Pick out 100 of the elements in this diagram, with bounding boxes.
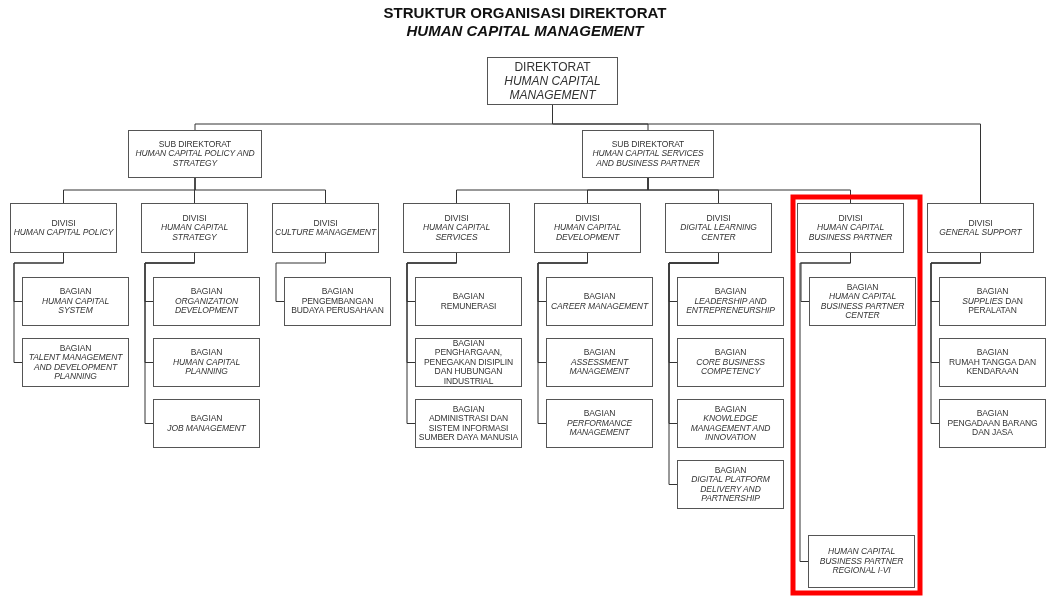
org-box bbox=[415, 399, 522, 448]
org-box bbox=[677, 399, 784, 448]
unit-name-label: HUMAN CAPITAL DEVELOPMENT bbox=[553, 223, 622, 243]
connector-line bbox=[647, 177, 851, 204]
connector-line bbox=[275, 252, 326, 302]
org-box bbox=[546, 399, 653, 448]
unit-type-label: BAGIAN bbox=[59, 287, 92, 297]
unit-type-label: DIREKTORAT bbox=[514, 60, 591, 74]
connector-line bbox=[668, 252, 719, 485]
org-box bbox=[677, 460, 784, 509]
unit-type-label: DIVISI bbox=[51, 218, 76, 228]
org-box bbox=[939, 338, 1046, 387]
org-box bbox=[677, 338, 784, 387]
org-box bbox=[10, 203, 117, 253]
unit-name-label: PENGADAAN BARANG DAN JASA bbox=[946, 418, 1039, 438]
unit-name-label: HUMAN CAPITAL BUSINESS PARTNER bbox=[807, 223, 894, 243]
org-box bbox=[546, 338, 653, 387]
unit-name-label: KNOWLEDGE MANAGEMENT AND INNOVATION bbox=[689, 414, 772, 443]
unit-name-label: HUMAN CAPITAL STRATEGY bbox=[160, 223, 229, 243]
unit-name-label: DIGITAL LEARNING CENTER bbox=[679, 223, 758, 243]
org-box bbox=[153, 399, 260, 448]
unit-type-label: BAGIAN bbox=[452, 404, 485, 414]
unit-type-label: BAGIAN bbox=[59, 343, 92, 353]
org-box bbox=[415, 338, 522, 387]
unit-type-label: BAGIAN bbox=[452, 338, 485, 349]
org-box bbox=[284, 277, 391, 326]
org-box bbox=[128, 130, 262, 178]
unit-type-label: BAGIAN bbox=[976, 409, 1009, 419]
connector-line bbox=[406, 252, 457, 424]
unit-name-label: JOB MANAGEMENT bbox=[167, 423, 246, 433]
unit-type-label: BAGIAN bbox=[190, 287, 223, 297]
unit-type-label: DIVISI bbox=[575, 213, 600, 224]
unit-type-label: DIVISI bbox=[182, 213, 207, 224]
connector-line bbox=[13, 252, 64, 363]
unit-type-label: BAGIAN bbox=[583, 409, 616, 419]
org-box bbox=[272, 203, 379, 253]
unit-type-label: DIVISI bbox=[838, 213, 863, 224]
unit-name-label: SUPPLIES DAN PERALATAN bbox=[961, 296, 1024, 316]
unit-name-label: PERFORMANCE MANAGEMENT bbox=[566, 418, 633, 438]
unit-type-label: DIVISI bbox=[444, 213, 469, 224]
unit-type-label: BAGIAN bbox=[976, 287, 1009, 297]
unit-name-label: ASSESSMENT MANAGEMENT bbox=[568, 357, 631, 377]
org-box bbox=[546, 277, 653, 326]
org-box bbox=[808, 535, 915, 588]
unit-type-label: BAGIAN bbox=[714, 404, 747, 414]
org-box bbox=[22, 277, 129, 326]
org-box bbox=[403, 203, 510, 253]
unit-type-label: DIVISI bbox=[706, 213, 731, 224]
org-box bbox=[927, 203, 1034, 253]
org-box bbox=[534, 203, 641, 253]
unit-name-label: PENGEMBANGAN BUDAYA PERUSAHAAN bbox=[290, 296, 385, 316]
unit-name-label: HUMAN CAPITAL PLANNING bbox=[172, 357, 241, 377]
unit-name-label: CORE BUSINESS COMPETENCY bbox=[695, 357, 766, 377]
unit-type-label: BAGIAN bbox=[976, 348, 1009, 358]
unit-name-label: ORGANIZATION DEVELOPMENT bbox=[173, 296, 240, 316]
org-box bbox=[415, 277, 522, 326]
unit-type-label: DIVISI bbox=[313, 218, 338, 228]
unit-type-label: BAGIAN bbox=[321, 287, 354, 297]
unit-type-label: BAGIAN bbox=[190, 414, 223, 424]
unit-name-label: LEADERSHIP AND ENTREPRENEURSHIP bbox=[685, 296, 776, 316]
org-box bbox=[141, 203, 248, 253]
unit-name-label: ADMINISTRASI DAN SISTEM INFORMASI SUMBER DAYA MANUSIA bbox=[418, 414, 519, 443]
unit-type-label: BAGIAN bbox=[452, 292, 485, 302]
org-box bbox=[939, 277, 1046, 326]
unit-type-label: BAGIAN bbox=[714, 287, 747, 297]
unit-name-label: CULTURE MANAGEMENT bbox=[275, 228, 376, 238]
org-box bbox=[22, 338, 129, 387]
org-box bbox=[677, 277, 784, 326]
org-box bbox=[809, 277, 916, 326]
unit-name-label: HUMAN CAPITAL SERVICES bbox=[422, 223, 491, 243]
unit-type-label: BAGIAN bbox=[190, 348, 223, 358]
unit-type-label: BAGIAN bbox=[714, 348, 747, 358]
connector-line bbox=[930, 252, 981, 424]
unit-type-label: BAGIAN bbox=[583, 292, 616, 302]
unit-name-label: HUMAN CAPITAL SYSTEM bbox=[41, 296, 110, 316]
connector-line bbox=[194, 177, 326, 204]
unit-name-label: REMUNERASI bbox=[440, 301, 497, 311]
unit-name-label: HUMAN CAPITAL SERVICES AND BUSINESS PARTNER bbox=[591, 149, 705, 169]
org-box bbox=[582, 130, 714, 178]
org-box bbox=[797, 203, 904, 253]
connector-line bbox=[144, 252, 195, 424]
org-box bbox=[487, 57, 618, 105]
unit-type-label: BAGIAN bbox=[846, 282, 879, 292]
unit-type-label: DIVISI bbox=[968, 218, 993, 228]
unit-name-label: CAREER MANAGEMENT bbox=[551, 301, 648, 311]
unit-name-label: HUMAN CAPITAL BUSINESS PARTNER CENTER bbox=[819, 292, 906, 321]
unit-type-label: SUB DIREKTORAT bbox=[158, 139, 232, 150]
org-box bbox=[153, 277, 260, 326]
unit-name-label: DIGITAL PLATFORM DELIVERY AND PARTNERSHIP bbox=[690, 475, 771, 504]
unit-name-label: GENERAL SUPPORT bbox=[939, 228, 1022, 238]
unit-name-label: HUMAN CAPITAL BUSINESS PARTNER REGIONAL I-VI bbox=[818, 547, 905, 576]
unit-type-label: BAGIAN bbox=[714, 465, 747, 475]
unit-name-label: HUMAN CAPITAL MANAGEMENT bbox=[503, 74, 602, 102]
unit-type-label: SUB DIREKTORAT bbox=[611, 139, 685, 150]
org-box bbox=[939, 399, 1046, 448]
unit-name-label: HUMAN CAPITAL POLICY bbox=[13, 228, 114, 238]
unit-name-label: RUMAH TANGGA DAN KENDARAAN bbox=[948, 357, 1037, 377]
org-box bbox=[153, 338, 260, 387]
diagram-title: STRUKTUR ORGANISASI DIREKTORAT HUMAN CAPITAL MANAGEMENT bbox=[382, 4, 668, 40]
unit-name-label: HUMAN CAPITAL POLICY AND STRATEGY bbox=[134, 149, 256, 169]
